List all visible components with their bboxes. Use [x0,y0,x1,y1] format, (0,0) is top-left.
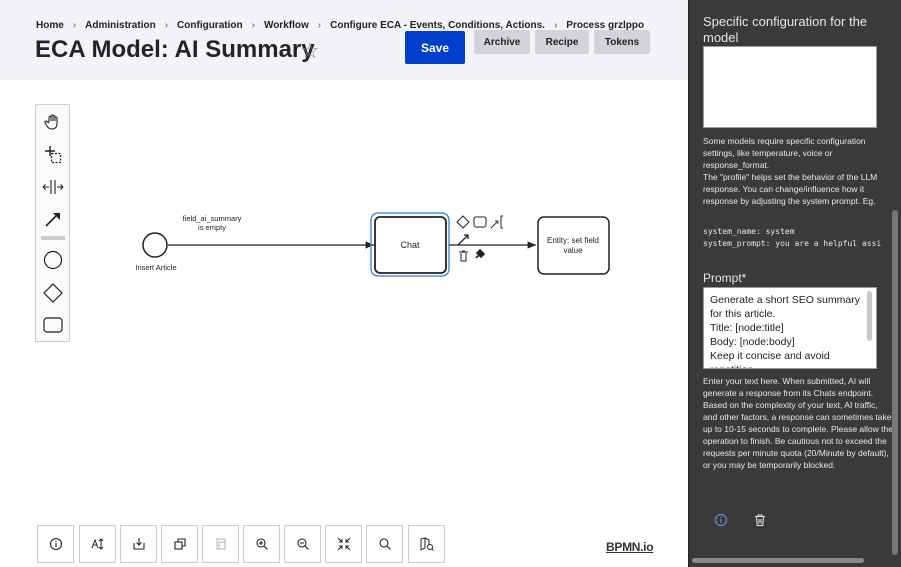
gateway-icon[interactable] [42,282,64,304]
start-event[interactable] [142,232,168,258]
breadcrumb-separator: › [164,20,169,31]
config-heading: Specific configuration for the model [703,14,868,45]
auto-layout-icon[interactable] [79,525,116,563]
prompt-scrollbar[interactable] [867,291,872,341]
bpmn-diagram: Insert Article field_ai_summary is empty… [135,212,610,277]
palette-separator [41,236,65,240]
bpmn-io-logo[interactable]: BPMN.io [606,540,654,554]
code-line-1: system_name: system [703,227,795,236]
breadcrumb-process[interactable]: Process grzlppo [566,20,645,31]
text-annotation-icon[interactable] [500,215,503,229]
trash-icon[interactable] [752,512,768,528]
task-set-field-label-line2: value [563,246,583,255]
code-line-2: system_prompt: you are a helpful assi [703,239,882,248]
start-event-label: Insert Article [135,263,176,272]
breadcrumb-separator: › [251,20,255,31]
prompt-label: Prompt* [703,271,747,285]
info-icon[interactable] [37,525,74,563]
prompt-value: Generate a short SEO summary for this ar… [710,294,860,368]
trash-icon[interactable] [459,250,468,262]
page-title: ECA Model: AI Summary [35,36,315,63]
task-icon[interactable] [42,314,64,336]
breadcrumb: Home › Administration › Configuration › Workfl… [36,20,644,31]
start-event-icon[interactable] [42,249,64,271]
page-header: Home › Administration › Configuration › Workfl… [0,0,688,80]
tokens-button[interactable]: Tokens [594,30,650,54]
download-icon[interactable] [120,525,157,563]
flow-label-line2: is empty [198,223,226,232]
append-gateway-icon[interactable] [456,215,470,229]
task-set-field-label-line1: Entity: set field [547,236,599,245]
panel-vertical-scrollbar[interactable] [892,210,898,555]
breadcrumb-separator: › [317,20,322,31]
tool-palette [35,104,70,342]
config-help-1: Some models require specific configurati… [703,136,866,170]
info-icon[interactable] [713,512,729,528]
hand-tool-icon[interactable] [42,111,64,133]
minimap-icon[interactable] [408,525,445,563]
flow-label-line1: field_ai_summary [183,214,242,223]
zoom-out-icon[interactable] [284,525,321,563]
task-set-field-value[interactable] [537,216,610,275]
panel-horizontal-scrollbar[interactable] [692,558,864,563]
zoom-in-icon[interactable] [243,525,280,563]
save-button[interactable]: Save [405,31,465,64]
config-help-2: The "profile" helps set the behavior of … [703,172,878,206]
connect-icon[interactable] [457,234,469,246]
global-connect-icon[interactable] [42,208,64,230]
star-outline-icon[interactable]: ☆ [300,38,320,63]
breadcrumb-home[interactable]: Home [36,20,64,31]
context-pad [456,215,503,262]
fit-view-icon[interactable] [325,525,362,563]
breadcrumb-configuration[interactable]: Configuration [177,20,243,31]
breadcrumb-configure-eca[interactable]: Configure ECA - Events, Conditions, Acti… [330,20,545,31]
color-picker-icon[interactable] [475,248,486,259]
prompt-textarea[interactable]: Generate a short SEO summary for this ar… [703,287,877,369]
task-chat[interactable] [374,216,447,274]
breadcrumb-workflow[interactable]: Workflow [263,20,309,31]
config-textarea[interactable] [703,46,877,128]
archive-button[interactable]: Archive [474,30,530,54]
breadcrumb-separator: › [72,20,77,31]
append-task-icon[interactable] [473,216,487,228]
task-chat-label: Chat [400,240,420,250]
breadcrumb-separator: › [553,20,558,31]
bpmn-canvas[interactable] [0,80,688,567]
recipe-button[interactable]: Recipe [535,30,589,54]
paste-icon[interactable] [202,525,239,563]
copy-icon[interactable] [161,525,198,563]
space-tool-icon[interactable] [42,176,64,198]
append-annotation-icon[interactable] [490,220,499,229]
prompt-help: Enter your text here. When submitted, AI… [703,376,893,470]
breadcrumb-administration[interactable]: Administration [85,20,156,31]
lasso-tool-icon[interactable] [42,144,64,166]
search-icon[interactable] [366,525,403,563]
